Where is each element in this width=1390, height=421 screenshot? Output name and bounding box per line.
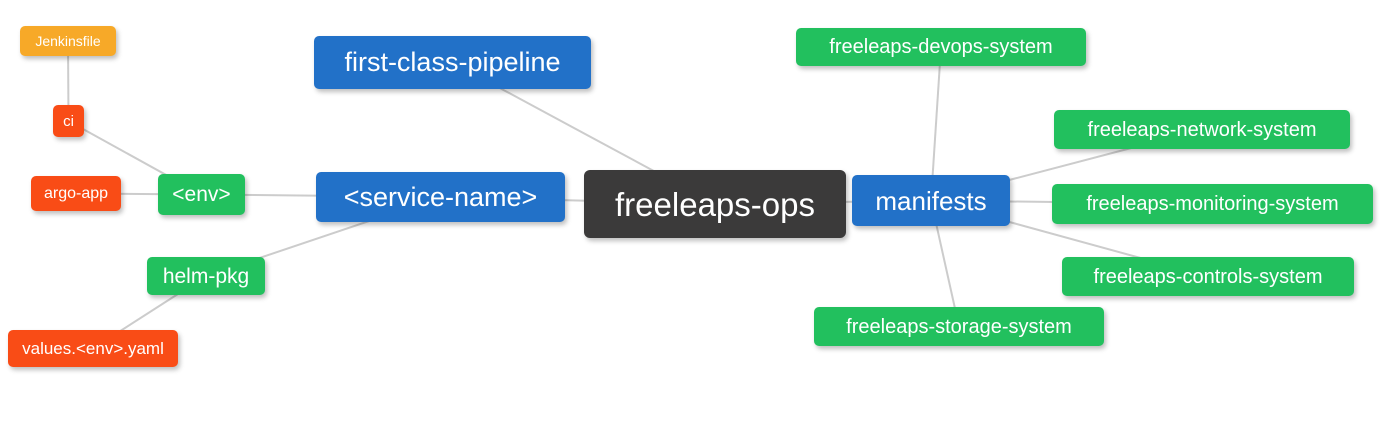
node-argo-app[interactable]: argo-app bbox=[31, 176, 121, 211]
node-service-name[interactable]: <service-name> bbox=[316, 172, 565, 222]
node-freeleaps-network-system[interactable]: freeleaps-network-system bbox=[1054, 110, 1350, 149]
node-label-freeleaps-storage-system: freeleaps-storage-system bbox=[846, 315, 1072, 338]
node-freeleaps-ops[interactable]: freeleaps-ops bbox=[584, 170, 846, 238]
node-label-helm-pkg: helm-pkg bbox=[162, 264, 250, 288]
node-label-ci: ci bbox=[63, 112, 74, 130]
node-label-service-name: <service-name> bbox=[343, 181, 538, 212]
node-label-values-env-yaml: values.<env>.yaml bbox=[22, 339, 164, 358]
node-manifests[interactable]: manifests bbox=[852, 175, 1010, 226]
node-values-env-yaml[interactable]: values.<env>.yaml bbox=[8, 330, 178, 367]
node-label-freeleaps-controls-system: freeleaps-controls-system bbox=[1093, 265, 1323, 288]
node-ci[interactable]: ci bbox=[53, 105, 84, 137]
node-freeleaps-monitoring-system[interactable]: freeleaps-monitoring-system bbox=[1052, 184, 1373, 224]
node-label-jenkinsfile: Jenkinsfile bbox=[35, 33, 101, 49]
node-label-freeleaps-monitoring-system: freeleaps-monitoring-system bbox=[1086, 193, 1339, 215]
node-label-freeleaps-ops: freeleaps-ops bbox=[615, 185, 815, 223]
node-freeleaps-devops-system[interactable]: freeleaps-devops-system bbox=[796, 28, 1086, 66]
node-label-first-class-pipeline: first-class-pipeline bbox=[344, 47, 561, 77]
node-first-class-pipeline[interactable]: first-class-pipeline bbox=[314, 36, 591, 89]
node-jenkinsfile[interactable]: Jenkinsfile bbox=[20, 26, 116, 56]
edge-manifests--freeleaps-devops-system bbox=[930, 46, 942, 201]
node-label-argo-app: argo-app bbox=[43, 184, 109, 202]
node-freeleaps-controls-system[interactable]: freeleaps-controls-system bbox=[1062, 257, 1354, 296]
node-label-manifests: manifests bbox=[875, 185, 987, 216]
node-freeleaps-storage-system[interactable]: freeleaps-storage-system bbox=[814, 307, 1104, 346]
node-helm-pkg[interactable]: helm-pkg bbox=[147, 257, 265, 295]
node-label-env: <env> bbox=[172, 183, 231, 206]
node-label-freeleaps-network-system: freeleaps-network-system bbox=[1087, 118, 1317, 141]
node-env[interactable]: <env> bbox=[158, 174, 245, 215]
node-label-freeleaps-devops-system: freeleaps-devops-system bbox=[829, 36, 1053, 58]
